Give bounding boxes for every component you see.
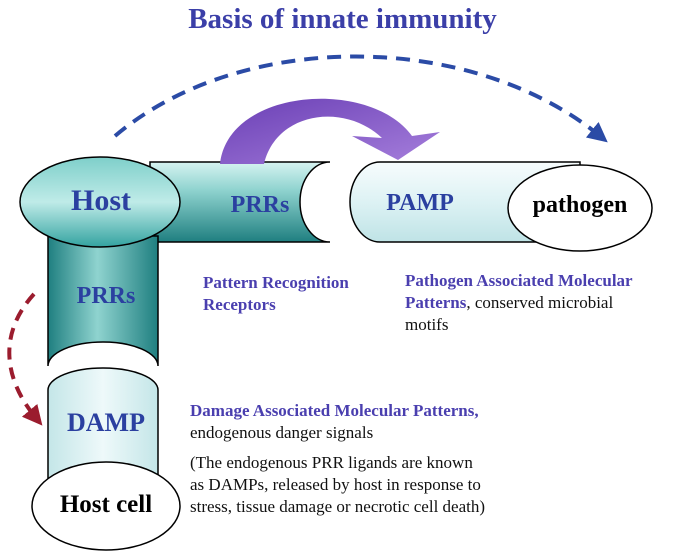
pamp-label: PAMP <box>386 190 454 216</box>
damp-note-line-1: (The endogenous PRR ligands are known <box>190 453 473 472</box>
prr-description-line-1: Pattern Recognition <box>203 273 349 292</box>
damp-note-line-2: as DAMPs, released by host in response t… <box>190 475 481 494</box>
host-label: Host <box>71 184 131 217</box>
damp-label: DAMP <box>67 408 145 437</box>
left-dashed-arc-arrow <box>7 292 43 426</box>
pamp-description-line-2: Patterns, conserved microbial <box>405 292 633 314</box>
prr-description-line-2: Receptors <box>203 295 276 314</box>
damp-note: (The endogenous PRR ligands are known as… <box>190 452 485 518</box>
damp-note-line-3: stress, tissue damage or necrotic cell d… <box>190 497 486 516</box>
top-dashed-arc-arrow <box>113 54 608 143</box>
prr-receptor-tube-vertical <box>47 235 159 367</box>
pamp-description-line-3: motifs <box>405 315 449 334</box>
damp-description-line-2: endogenous danger signals <box>190 423 374 442</box>
purple-curved-arrow <box>220 98 440 164</box>
pamp-description-conserved: , conserved microbial <box>466 293 614 312</box>
pamp-description-line-1: Pathogen Associated Molecular <box>405 271 633 290</box>
pathogen-disc <box>507 164 653 252</box>
host-cell-disc <box>31 461 181 551</box>
pathogen-label: pathogen <box>532 192 628 218</box>
damp-description-line-1: Damage Associated Molecular Patterns, <box>190 401 479 420</box>
diagram-title: Basis of innate immunity <box>188 3 497 35</box>
prrs-vertical-label: PRRs <box>76 283 136 309</box>
pamp-description-patterns: Patterns <box>405 293 467 312</box>
prr-receptor-tube-horizontal <box>149 161 331 243</box>
damp-description: Damage Associated Molecular Patterns, en… <box>190 400 479 444</box>
host-cell-label: Host cell <box>59 491 153 518</box>
pamp-description: Pathogen Associated Molecular Patterns, … <box>405 270 633 336</box>
host-disc <box>19 156 181 248</box>
prr-description: Pattern Recognition Receptors <box>203 272 349 316</box>
prrs-horizontal-label: PRRs <box>230 192 290 218</box>
